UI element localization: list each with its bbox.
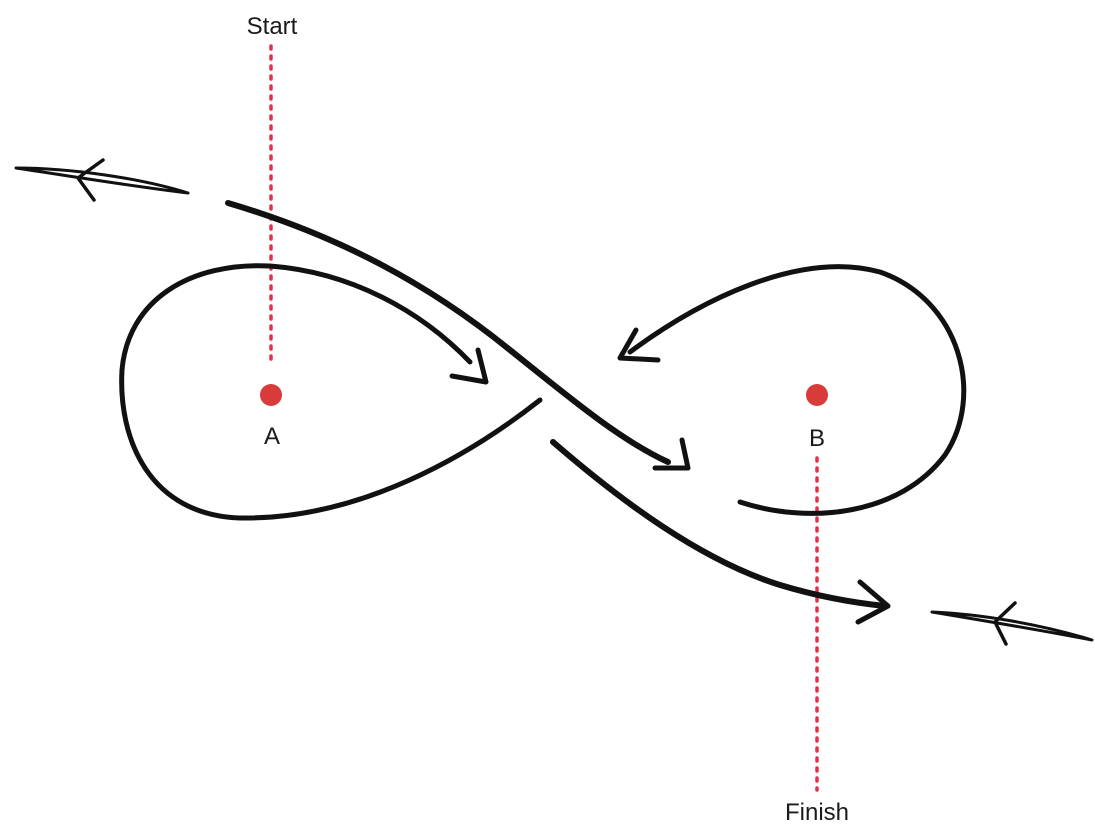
- point-a-label: A: [264, 423, 280, 450]
- exit-stroke: [550, 439, 888, 609]
- point-a-marker: [260, 384, 282, 406]
- return-arrow: [930, 601, 1094, 646]
- start-label: Start: [247, 13, 298, 40]
- exit-arrowhead: [855, 579, 891, 625]
- point-b-label: B: [809, 425, 825, 452]
- left-loop-arrowhead: [449, 347, 489, 385]
- entry-arrow: [14, 158, 190, 202]
- point-b-marker: [806, 384, 828, 406]
- right-loop-arrowhead: [617, 327, 661, 363]
- center-right-arrowhead: [652, 437, 691, 471]
- finish-label: Finish: [785, 799, 849, 826]
- right-loop-stroke: [627, 264, 967, 516]
- main-diagonal-stroke: [225, 200, 671, 465]
- left-loop-stroke: [119, 263, 543, 521]
